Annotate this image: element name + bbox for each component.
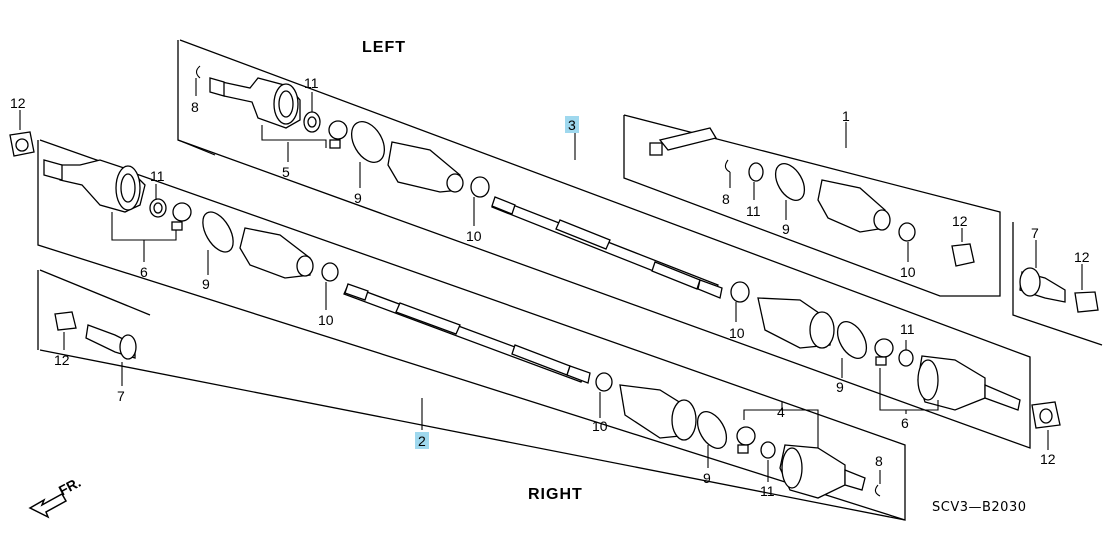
right-section-title: RIGHT bbox=[528, 486, 583, 503]
ring-11-right bbox=[149, 198, 167, 218]
right-boot-inner bbox=[239, 227, 314, 279]
left-assembly-frame bbox=[177, 39, 1031, 449]
clamp-9-kit bbox=[774, 163, 806, 201]
callout-9-mid[interactable]: 9 bbox=[836, 379, 844, 395]
clamp-10-mid bbox=[730, 281, 750, 303]
callout-8-lower[interactable]: 8 bbox=[875, 453, 883, 469]
left-outer-joint-housing bbox=[917, 355, 1021, 411]
callout-12-kit[interactable]: 12 bbox=[952, 213, 968, 229]
callout-2[interactable]: 2 bbox=[418, 433, 426, 449]
callout-9-kit[interactable]: 9 bbox=[782, 221, 790, 237]
ring-11-upper bbox=[303, 111, 321, 133]
right-shaft bbox=[343, 283, 591, 384]
nut-12-lower-left bbox=[54, 311, 77, 331]
diagram-code: SCV3—B2030 bbox=[932, 500, 1027, 515]
callout-11-mid[interactable]: 11 bbox=[900, 321, 915, 337]
callout-1[interactable]: 1 bbox=[842, 108, 850, 124]
callout-9-upper[interactable]: 9 bbox=[354, 190, 362, 206]
callout-11-kit[interactable]: 11 bbox=[746, 203, 761, 219]
callout-11-upper[interactable]: 11 bbox=[304, 75, 319, 91]
clamp-9-lower bbox=[696, 411, 728, 449]
callout-12-top-left[interactable]: 12 bbox=[10, 95, 26, 111]
clamp-10-kit bbox=[898, 222, 916, 242]
callout-10-lower[interactable]: 10 bbox=[592, 418, 608, 434]
nut-12-right bbox=[1031, 401, 1061, 429]
clamp-10-upper bbox=[470, 176, 490, 198]
callout-11-lower[interactable]: 11 bbox=[760, 483, 775, 499]
clamp-9-right bbox=[202, 211, 234, 253]
nut-12-top-left bbox=[9, 131, 35, 157]
kit-frame bbox=[623, 114, 1001, 297]
callout-10-mid[interactable]: 10 bbox=[729, 325, 745, 341]
nut-12-kit bbox=[951, 243, 975, 267]
side-parts-frame bbox=[1012, 222, 1103, 346]
callout-10-upper[interactable]: 10 bbox=[466, 228, 482, 244]
clip-8-lower bbox=[874, 484, 881, 497]
callout-9-right[interactable]: 9 bbox=[202, 276, 210, 292]
ring-11-lower bbox=[760, 441, 776, 459]
clamp-10-lower bbox=[595, 372, 613, 392]
callout-6-right[interactable]: 6 bbox=[140, 264, 148, 280]
tripod-mid bbox=[874, 338, 894, 366]
callout-8-kit[interactable]: 8 bbox=[722, 191, 730, 207]
right-inner-joint-housing bbox=[43, 159, 146, 213]
left-inner-joint-housing bbox=[209, 77, 301, 129]
callout-3[interactable]: 3 bbox=[568, 117, 576, 133]
callout-5[interactable]: 5 bbox=[282, 164, 290, 180]
clamp-9-upper bbox=[350, 121, 386, 163]
tripod-upper bbox=[328, 120, 348, 149]
ring-11-mid bbox=[898, 349, 914, 367]
left-outer-boot bbox=[757, 297, 835, 349]
leader-lines bbox=[19, 78, 1083, 484]
clip-8-kit bbox=[724, 159, 731, 173]
nut-12-side bbox=[1074, 291, 1099, 313]
boot-kit bbox=[817, 179, 891, 233]
callout-6-left[interactable]: 6 bbox=[901, 415, 909, 431]
callout-9-lower[interactable]: 9 bbox=[703, 470, 711, 486]
ring-11-kit bbox=[748, 162, 764, 182]
stub-7-lower-left bbox=[85, 324, 137, 360]
callout-7-side[interactable]: 7 bbox=[1031, 225, 1039, 241]
callout-2-highlight bbox=[415, 432, 429, 449]
callout-12-right[interactable]: 12 bbox=[1040, 451, 1056, 467]
callout-10-right[interactable]: 10 bbox=[318, 312, 334, 328]
clamp-10-right bbox=[321, 262, 339, 282]
tripod-lower bbox=[736, 426, 756, 454]
clamp-9-mid bbox=[836, 321, 868, 359]
left-boot-upper bbox=[387, 141, 464, 193]
grease-tube bbox=[649, 127, 718, 156]
tripod-right bbox=[171, 202, 192, 231]
callout-12-lower-left[interactable]: 12 bbox=[54, 352, 70, 368]
front-direction-arrow-icon: FR. bbox=[28, 474, 83, 519]
callout-11-right[interactable]: 11 bbox=[150, 168, 165, 184]
clip-8-upper bbox=[195, 65, 201, 79]
callout-12-side[interactable]: 12 bbox=[1074, 249, 1090, 265]
right-outer-boot bbox=[619, 384, 697, 441]
callout-3-highlight bbox=[565, 116, 579, 133]
callout-10-kit[interactable]: 10 bbox=[900, 264, 916, 280]
callout-4[interactable]: 4 bbox=[777, 404, 785, 420]
right-lower-frame bbox=[37, 269, 906, 521]
callout-7-lower-left[interactable]: 7 bbox=[117, 388, 125, 404]
callout-8-upper[interactable]: 8 bbox=[191, 99, 199, 115]
stub-7-side bbox=[1019, 267, 1066, 303]
left-shaft bbox=[491, 196, 723, 299]
right-outer-joint-housing bbox=[779, 444, 866, 499]
left-section-title: LEFT bbox=[362, 39, 406, 56]
